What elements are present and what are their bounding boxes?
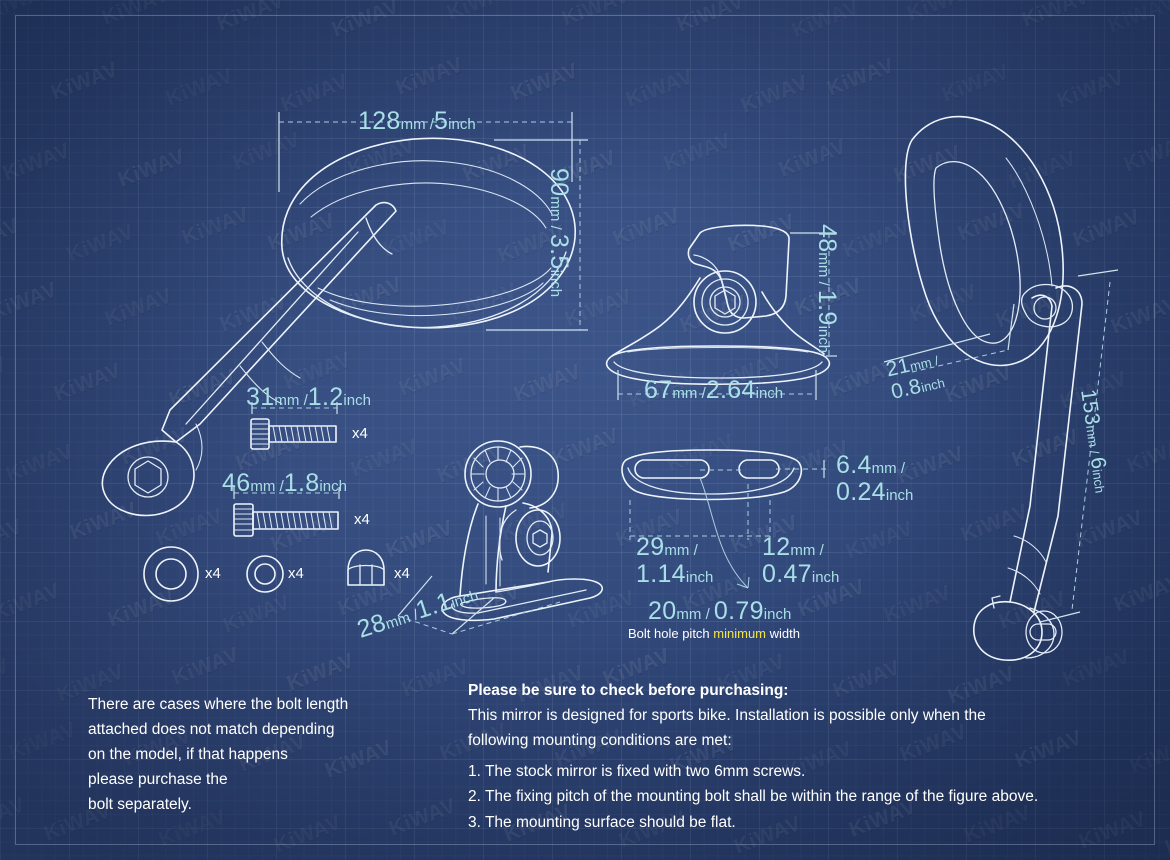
- dim-slot-width: [700, 469, 749, 540]
- right-note-line-2: following mounting conditions are met:: [468, 732, 732, 750]
- long-bolt-drawing: [233, 487, 340, 537]
- base-plate-top-view: [621, 449, 828, 589]
- left-note-line-1: There are cases where the bolt length: [88, 696, 349, 713]
- mirror-right-view: [904, 115, 1083, 661]
- left-note-line-5: bolt separately.: [88, 796, 192, 814]
- small-washer-qty-label: x4: [288, 565, 304, 582]
- short-bolt-drawing: [250, 402, 338, 450]
- dim-slot-height: [776, 460, 828, 478]
- dim-bracket-depth: [397, 575, 561, 635]
- right-note-line-1: This mirror is designed for sports bike.…: [468, 707, 986, 725]
- dim-pitch-max: [629, 500, 771, 540]
- right-note-block: Please be sure to check before purchasin…: [468, 678, 1038, 835]
- dim-label-long-bolt: 46mm /1.8inch: [222, 469, 347, 497]
- dim-base-width: [617, 370, 817, 400]
- dim-label-slot-height: 6.4mm / 0.24inch: [836, 451, 914, 506]
- small-washer-drawing: [246, 555, 284, 593]
- cap-nut-qty-label: x4: [394, 565, 410, 582]
- dim-label-base-height: 48mm / 1.9inch: [813, 224, 841, 354]
- dim-mirror-height: [486, 139, 588, 331]
- left-note-line-4: please purchase the: [88, 771, 228, 789]
- long-bolt-qty-label: x4: [354, 511, 370, 528]
- bolt-hole-pitch-caption: Bolt hole pitch minimum width: [628, 626, 800, 641]
- dim-base-height: [790, 232, 837, 357]
- dim-total-length: [1039, 269, 1119, 623]
- left-note-line-2: attached does not match depending: [88, 721, 335, 739]
- short-bolt-qty-label: x4: [352, 425, 368, 442]
- mirror-main-view: [101, 137, 576, 517]
- dim-label-slot-width: 12mm / 0.47inch: [762, 533, 840, 588]
- dim-label-mirror-height: 90mm / 3.5inch: [545, 168, 573, 298]
- dim-label-mirror-width: 128mm /5inch: [358, 107, 476, 135]
- large-washer-drawing: [143, 546, 199, 602]
- right-note-item-2: 2. The fixing pitch of the mounting bolt…: [468, 788, 1039, 806]
- right-note-title: Please be sure to check before purchasin…: [468, 682, 789, 699]
- right-note-item-1: 1. The stock mirror is fixed with two 6m…: [468, 763, 806, 781]
- left-note-block: There are cases where the bolt length at…: [88, 692, 348, 818]
- dim-stem-offset: [883, 303, 1015, 373]
- cap-nut-drawing: [347, 549, 385, 586]
- mount-base-side-view: [605, 224, 831, 386]
- left-note-line-3: on the model, if that happens: [88, 746, 288, 764]
- right-note-item-3: 3. The mounting surface should be flat.: [468, 813, 736, 831]
- dim-label-short-bolt: 31mm /1.2inch: [246, 383, 371, 411]
- large-washer-qty-label: x4: [205, 565, 221, 582]
- dim-label-pitch-min: 20mm / 0.79inch: [648, 597, 792, 625]
- dim-label-base-width: 67mm /2.64inch: [644, 376, 784, 404]
- bracket-3d-view: [441, 440, 603, 622]
- dim-label-pitch-max: 29mm / 1.14inch: [636, 533, 714, 588]
- dim-mirror-width: [278, 112, 573, 192]
